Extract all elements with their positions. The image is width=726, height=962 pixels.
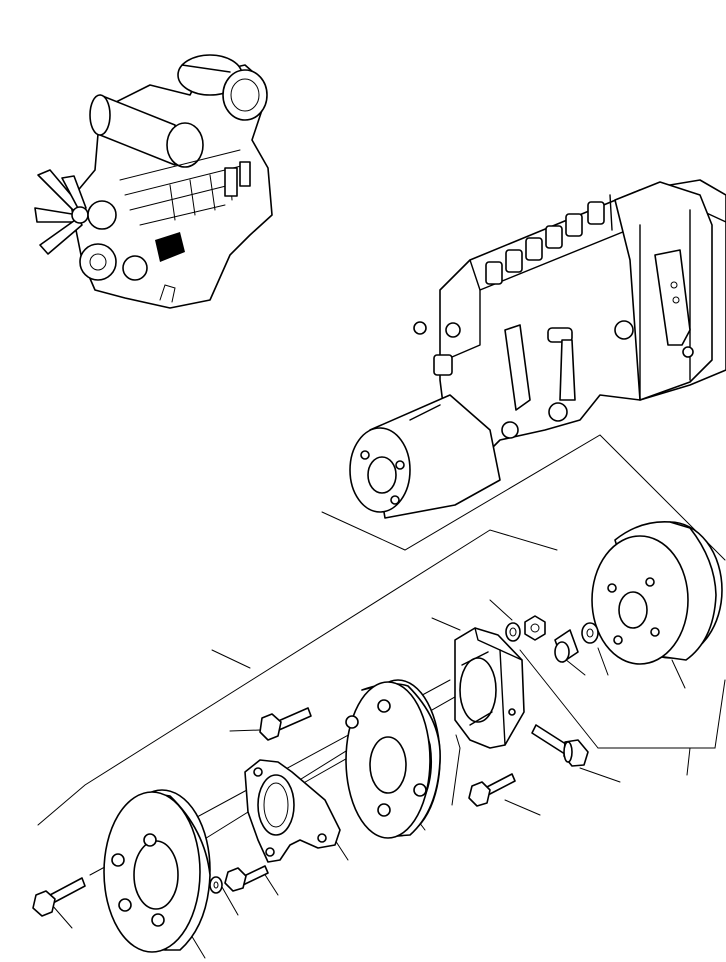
delivery-valves — [485, 201, 605, 285]
fan-icon — [34, 169, 89, 255]
spacer — [554, 629, 579, 663]
adapter-plate — [103, 789, 211, 953]
nut — [524, 615, 546, 641]
engine-overview — [34, 54, 273, 309]
small-washer — [209, 876, 223, 894]
washer — [505, 622, 599, 644]
housing-flange — [244, 759, 341, 863]
bolt — [32, 707, 516, 917]
injection-pump — [349, 179, 726, 519]
coupling-plate — [345, 679, 441, 839]
bracket — [454, 627, 525, 749]
pulley — [591, 521, 723, 665]
flange-bolt — [531, 724, 589, 767]
